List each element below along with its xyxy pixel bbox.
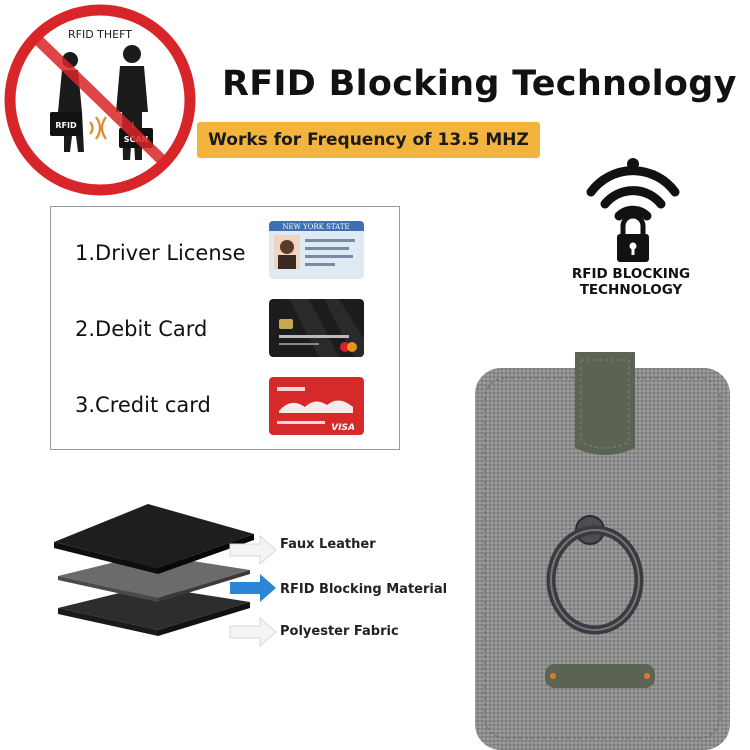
card-label-driver-license: 1.Driver License	[75, 241, 246, 265]
handbag-icon	[50, 112, 82, 136]
rfid-badge-line2: TECHNOLOGY	[579, 282, 683, 298]
card-types-panel: 1.Driver License 2.Debit Card 3.Credit c…	[50, 206, 400, 450]
handbag-rfid-tag: RFID	[55, 121, 77, 130]
page-title: RFID Blocking Technology	[222, 64, 737, 104]
visa-logo: VISA	[331, 423, 355, 433]
driver-license-card-image: NEW YORK STATE	[269, 221, 364, 279]
rfid-theft-sign: RFID THEFT RFID SCAN	[4, 4, 196, 196]
wifi-lock-icon	[586, 158, 680, 262]
frequency-banner: Works for Frequency of 13.5 MHZ	[197, 122, 540, 158]
material-layers-diagram	[54, 504, 277, 648]
card-label-credit-card: 3.Credit card	[75, 393, 211, 417]
arrow-polyester-icon	[229, 616, 277, 648]
signal-waves-icon	[89, 116, 107, 140]
layer-label-polyester: Polyester Fabric	[280, 624, 399, 639]
layer-label-rfid-material: RFID Blocking Material	[280, 582, 448, 597]
layer-label-faux-leather: Faux Leather	[280, 537, 376, 552]
theft-sign-caption: RFID THEFT	[68, 28, 132, 41]
rfid-badge-text: RFID BLOCKING TECHNOLOGY	[556, 266, 706, 298]
arrow-faux-leather-icon	[229, 534, 277, 566]
pull-tab	[575, 352, 635, 455]
rfid-badge-line1: RFID BLOCKING	[571, 266, 691, 282]
wallet-product-image	[475, 352, 730, 750]
card-label-debit-card: 2.Debit Card	[75, 317, 208, 341]
frequency-banner-text: Works for Frequency of 13.5 MHZ	[208, 130, 529, 150]
arrow-rfid-material-icon	[230, 574, 276, 602]
polyester-layer	[58, 586, 250, 630]
ring-holder-icon	[546, 515, 644, 635]
license-heading: NEW YORK STATE	[282, 223, 349, 231]
wallet-body	[475, 368, 730, 750]
faux-leather-layer	[54, 504, 254, 568]
credit-card-image: VISA	[269, 377, 364, 435]
debit-card-image	[269, 299, 364, 357]
bottom-strap	[545, 664, 655, 688]
rfid-material-layer	[58, 554, 250, 598]
